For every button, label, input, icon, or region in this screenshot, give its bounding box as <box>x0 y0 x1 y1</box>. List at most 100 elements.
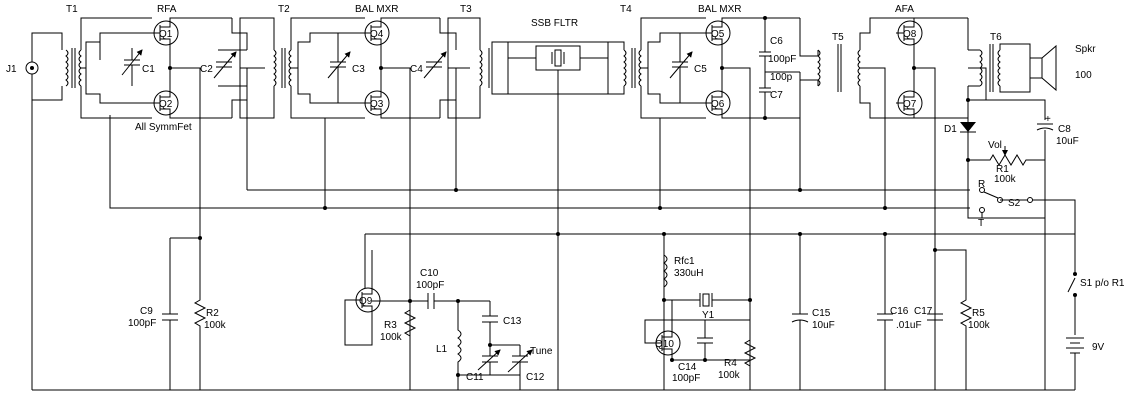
c2-capacitor <box>213 51 237 79</box>
label-c6-value: 100pF <box>768 54 796 65</box>
c1-capacitor <box>99 33 143 86</box>
y1-crystal <box>664 293 750 307</box>
ssb-filter <box>507 41 609 390</box>
c5-capacitor <box>669 33 693 103</box>
label-c9: C9 <box>140 306 153 317</box>
q1-transistor <box>152 17 232 58</box>
c15-capacitor <box>791 234 809 390</box>
label-c8: C8 <box>1058 124 1071 135</box>
label-s1: S1 p/o R1 <box>1080 278 1125 289</box>
label-c7: C7 <box>770 90 783 101</box>
c4-capacitor <box>423 51 447 79</box>
label-plus-c8: + <box>1045 114 1051 125</box>
label-c15: C15 <box>812 308 831 319</box>
label-c16: C16 <box>890 306 909 317</box>
label-q3: Q3 <box>370 99 384 110</box>
r3-resistor <box>403 309 417 337</box>
c13-capacitor <box>482 301 498 345</box>
label-q5: Q5 <box>711 29 725 40</box>
c12-capacitor <box>507 345 533 390</box>
label-r3-value: 100k <box>380 332 403 343</box>
label-c9-value: 100pF <box>128 318 156 329</box>
label-r1-value: 100k <box>994 174 1017 185</box>
label-c10: C10 <box>420 268 439 279</box>
label-q1: Q1 <box>159 29 173 40</box>
s2-switch <box>967 160 1045 219</box>
q2-transistor <box>152 78 232 119</box>
c11-capacitor <box>477 345 501 375</box>
battery-9v <box>1066 337 1084 390</box>
label-t1: T1 <box>66 4 78 15</box>
label-t4: T4 <box>620 4 632 15</box>
label-c4: C4 <box>410 64 423 75</box>
t2-transformer <box>218 17 365 190</box>
label-r3: R3 <box>384 320 397 331</box>
t3-transformer <box>439 17 509 190</box>
label-bal-mxr-2: BAL MXR <box>698 4 742 15</box>
label-all-symmfet: All SymmFet <box>135 122 192 133</box>
q4-transistor <box>364 17 440 58</box>
label-c10-value: 100pF <box>416 280 444 291</box>
label-c6: C6 <box>770 36 783 47</box>
q6-transistor <box>705 78 800 119</box>
speaker-icon <box>1029 44 1057 92</box>
s1-switch <box>1067 234 1077 335</box>
label-q8: Q8 <box>903 29 917 40</box>
label-c15-value: 10uF <box>812 320 835 331</box>
l1-inductor <box>457 301 462 390</box>
label-r4-value: 100k <box>718 370 741 381</box>
t5-transformer <box>817 17 920 210</box>
label-q2: Q2 <box>159 99 173 110</box>
label-t2: T2 <box>278 4 290 15</box>
c7-capacitor <box>759 56 771 118</box>
label-c13: C13 <box>503 316 522 327</box>
label-vol: Vol <box>988 140 1002 151</box>
label-r2-value: 100k <box>204 320 227 331</box>
c10-capacitor <box>410 293 490 309</box>
c16-capacitor <box>877 234 893 390</box>
label-t6: T6 <box>990 32 1002 43</box>
rfc1-inductor <box>663 234 668 300</box>
c9-capacitor <box>162 238 178 390</box>
label-c16-value: .01uF <box>896 320 922 331</box>
label-r2: R2 <box>206 308 219 319</box>
label-c17: C17 <box>914 306 933 317</box>
label-q7: Q7 <box>903 99 917 110</box>
d1-diode <box>960 100 976 160</box>
label-sw-t: T <box>978 218 984 229</box>
label-t3: T3 <box>460 4 472 15</box>
label-r4: R4 <box>724 358 737 369</box>
c3-capacitor <box>327 33 351 103</box>
label-bal-mxr-1: BAL MXR <box>355 4 399 15</box>
label-t5: T5 <box>832 32 844 43</box>
q10-transistor <box>644 300 750 360</box>
label-r1: R1 <box>996 164 1009 175</box>
label-rfc1: Rfc1 <box>674 256 695 267</box>
label-afa: AFA <box>895 4 914 15</box>
label-q6: Q6 <box>711 99 725 110</box>
label-c1: C1 <box>142 64 155 75</box>
j1-jack <box>25 32 63 390</box>
c17-capacitor <box>927 250 943 321</box>
label-spkr: Spkr <box>1075 44 1096 55</box>
c8-capacitor <box>1036 123 1054 160</box>
label-q10: Q10 <box>655 339 674 350</box>
label-c12: C12 <box>526 372 545 383</box>
q7-transistor <box>896 78 968 119</box>
label-c5: C5 <box>694 64 707 75</box>
label-c7-value: 100p <box>770 72 793 83</box>
label-c8-value: 10uF <box>1056 136 1079 147</box>
label-y1: Y1 <box>702 310 715 321</box>
label-spkr-value: 100 <box>1075 70 1092 81</box>
label-s2: S2 <box>1008 198 1021 209</box>
r1-potentiometer <box>968 146 1046 390</box>
label-l1: L1 <box>436 344 448 355</box>
label-c14: C14 <box>678 362 697 373</box>
label-battery: 9V <box>1092 342 1105 353</box>
label-c14-value: 100pF <box>672 373 700 384</box>
q9-transistor <box>344 234 381 346</box>
label-q4: Q4 <box>370 29 384 40</box>
label-ssb-fltr: SSB FLTR <box>531 18 578 29</box>
